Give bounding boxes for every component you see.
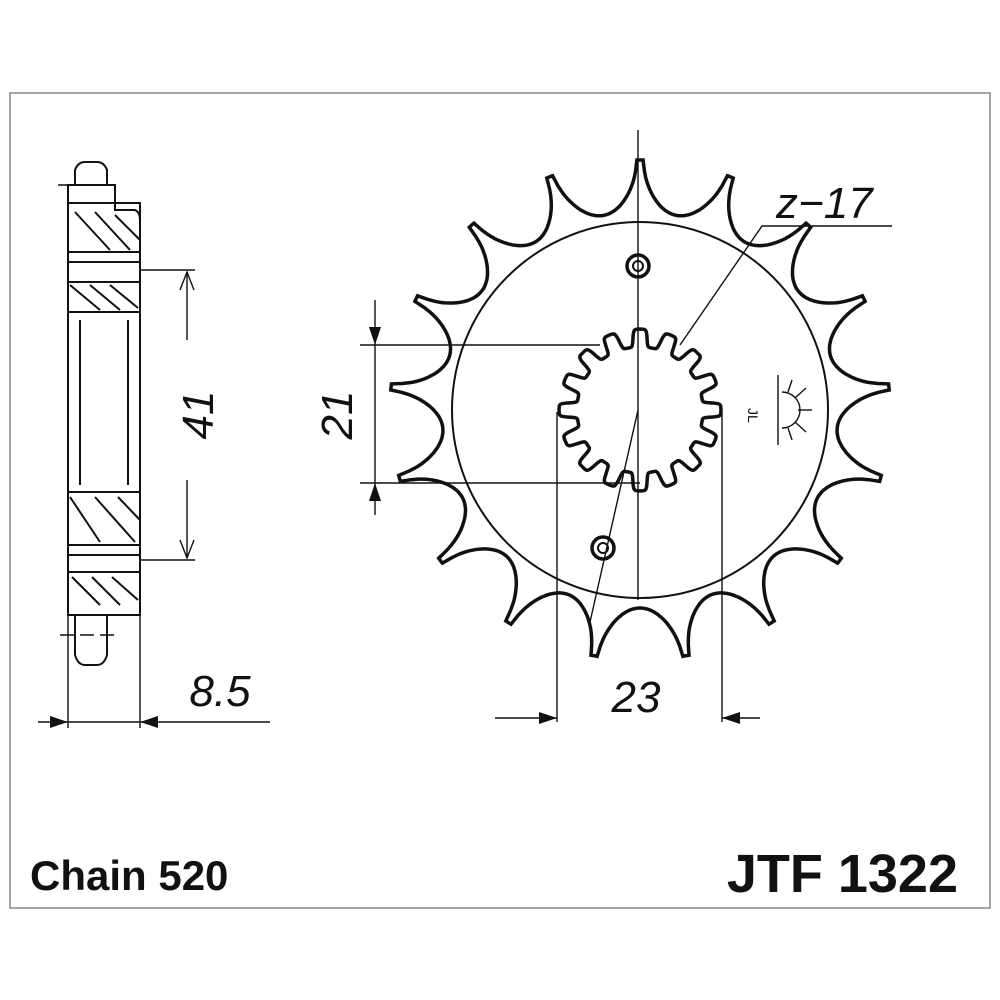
frame <box>9 92 991 909</box>
dim-thickness: 8.5 <box>189 667 251 716</box>
spline-bore <box>557 327 723 493</box>
front-view: JL <box>360 130 892 724</box>
side-view <box>38 161 270 728</box>
part-number: JTF 1322 <box>727 844 958 904</box>
dim-spline: 23 <box>611 673 661 722</box>
dim-bore: 21 <box>313 391 362 441</box>
dim-hole-spacing: 41 <box>174 391 223 440</box>
bolt-hole <box>590 535 616 561</box>
sprocket-teeth-outline <box>388 158 892 659</box>
chain-label: Chain 520 <box>30 852 228 899</box>
teeth-count-label: z−17 <box>775 179 874 228</box>
svg-text:JL: JL <box>745 408 761 423</box>
surface-finish-symbol: JL <box>745 375 812 445</box>
pitch-circle <box>451 221 829 599</box>
